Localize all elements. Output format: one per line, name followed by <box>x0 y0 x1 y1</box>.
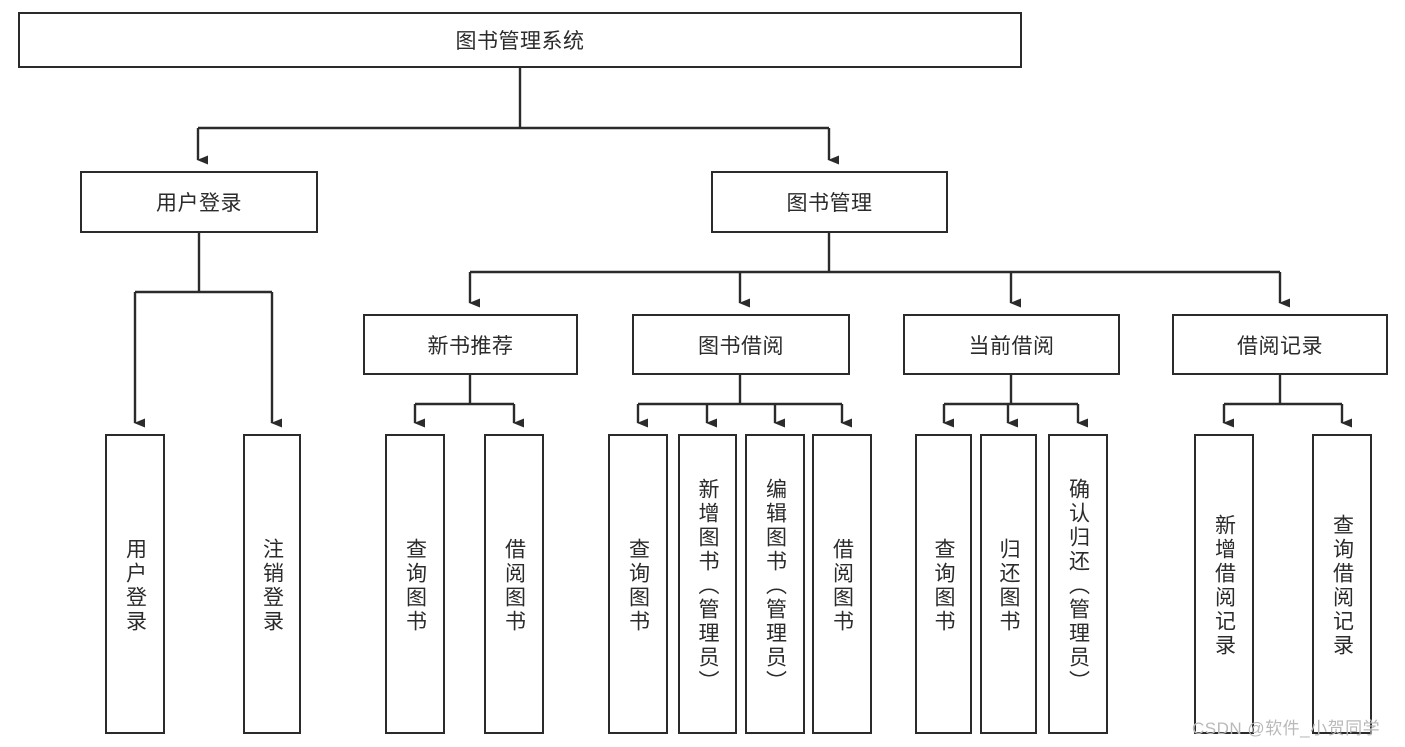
leaf-borrow-book[interactable]: 借阅图书 <box>812 434 872 734</box>
leaf-return-book[interactable]: 归还图书 <box>980 434 1037 734</box>
leaf-confirm-return-admin[interactable]: 确认归还（管理员） <box>1048 434 1108 734</box>
leaf-user-login[interactable]: 用户登录 <box>105 434 165 734</box>
node-book-management[interactable]: 图书管理 <box>711 171 948 233</box>
leaf-edit-book-admin[interactable]: 编辑图书（管理员） <box>745 434 805 734</box>
leaf-query-borrow-record[interactable]: 查询借阅记录 <box>1312 434 1372 734</box>
leaf-logout-login[interactable]: 注销登录 <box>243 434 301 734</box>
node-borrow-record[interactable]: 借阅记录 <box>1172 314 1388 375</box>
leaf-query-book-recommend[interactable]: 查询图书 <box>385 434 445 734</box>
node-new-book-recommend[interactable]: 新书推荐 <box>363 314 578 375</box>
node-current-borrow[interactable]: 当前借阅 <box>903 314 1120 375</box>
node-root[interactable]: 图书管理系统 <box>18 12 1022 68</box>
node-user-login[interactable]: 用户登录 <box>80 171 318 233</box>
leaf-add-borrow-record[interactable]: 新增借阅记录 <box>1194 434 1254 734</box>
leaf-add-book-admin[interactable]: 新增图书（管理员） <box>678 434 737 734</box>
leaf-query-book-current[interactable]: 查询图书 <box>915 434 972 734</box>
watermark-text: CSDN @软件_小贺同学 <box>1192 719 1381 738</box>
leaf-borrow-book-recommend[interactable]: 借阅图书 <box>484 434 544 734</box>
node-book-borrow[interactable]: 图书借阅 <box>632 314 850 375</box>
leaf-query-book-borrow[interactable]: 查询图书 <box>608 434 668 734</box>
